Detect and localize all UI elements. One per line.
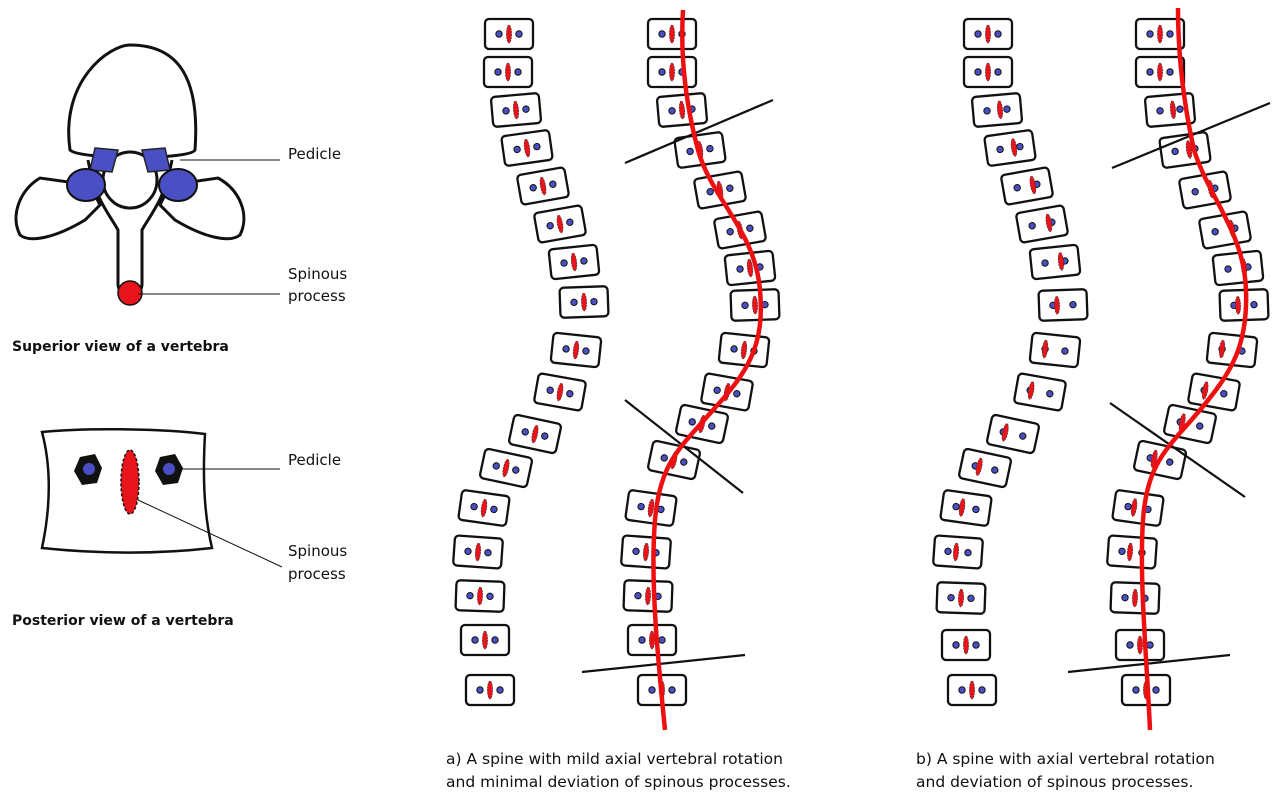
- posterior-view-title: Posterior view of a vertebra: [12, 613, 234, 629]
- vertebra-a-left-6: [534, 205, 586, 243]
- vertebra-b-right-13: [1112, 490, 1164, 526]
- vertebra-a-left-13: [458, 490, 510, 526]
- spine-b-left-column: [933, 19, 1087, 705]
- vertebra-a-left-7: [549, 245, 600, 280]
- vertebra-b-left-8: [1038, 289, 1087, 321]
- vertebra-a-left-4: [501, 130, 553, 166]
- vertebra-b-left-14: [933, 535, 983, 568]
- caption-b-line1: b) A spine with axial vertebral rotation: [916, 748, 1215, 771]
- vertebra-a-right-16: [628, 625, 676, 655]
- spine-a-right-column: [621, 19, 779, 705]
- vertebra-a-right-3: [657, 93, 707, 127]
- superior-view-title: Superior view of a vertebra: [12, 339, 229, 355]
- caption-a-line2: and minimal deviation of spinous process…: [446, 771, 791, 794]
- vertebra-a-right-13: [625, 490, 677, 526]
- vertebra-b-right-14: [1107, 535, 1157, 568]
- vertebra-b-left-4: [984, 130, 1036, 166]
- vertebra-a-right-8: [730, 289, 779, 321]
- right-pedicle-oval: [159, 169, 197, 201]
- vertebra-b-left-10: [1014, 373, 1066, 411]
- vertebra-a-left-3: [491, 93, 541, 127]
- vertebra-b-left-3: [972, 93, 1022, 127]
- superior-spinous-label-line1: Spinous: [288, 262, 347, 286]
- vertebra-a-left-17: [466, 675, 514, 705]
- vertebra-b-left-6: [1016, 205, 1068, 243]
- vertebra-b-left-7: [1030, 245, 1081, 280]
- vertebra-b-left-1: [964, 19, 1012, 49]
- vertebra-b-left-15: [936, 582, 985, 614]
- vertebra-b-left-5: [1001, 167, 1053, 205]
- vertebra-a-right-14: [621, 535, 671, 568]
- superior-pedicle-label: Pedicle: [288, 142, 341, 166]
- vertebra-a-left-15: [455, 580, 504, 612]
- posterior-pedicle-label: Pedicle: [288, 448, 341, 472]
- vertebral-body: [69, 45, 196, 158]
- left-pedicle-oval: [67, 169, 105, 201]
- vertebra-a-right-5: [694, 171, 746, 209]
- vertebra-b-left-9: [1030, 333, 1081, 368]
- vertebra-b-left-2: [964, 57, 1012, 87]
- cobb-line-a-bottom: [582, 655, 745, 672]
- superior-spinous-label-line2: process: [288, 284, 346, 308]
- vertebra-a-left-14: [453, 535, 503, 568]
- caption-a-line1: a) A spine with mild axial vertebral rot…: [446, 748, 783, 771]
- vertebra-b-right-15: [1110, 582, 1159, 614]
- vertebra-a-left-16: [461, 625, 509, 655]
- posterior-vertebra-illustration: [42, 429, 282, 567]
- vertebra-a-left-9: [551, 333, 602, 368]
- vertebra-b-right-7: [1213, 251, 1264, 286]
- vertebra-b-left-13: [940, 490, 992, 526]
- vertebra-a-left-5: [517, 167, 569, 205]
- vertebra-a-left-8: [559, 286, 608, 318]
- posterior-spinous-label-line2: process: [288, 562, 346, 586]
- vertebra-b-left-12: [958, 448, 1011, 487]
- spine-a-left-column: [453, 19, 608, 705]
- superior-vertebra-illustration: [16, 45, 280, 305]
- vertebra-b-right-2: [1136, 57, 1184, 87]
- vertebra-a-left-11: [508, 414, 561, 453]
- vertebra-a-left-12: [479, 448, 532, 487]
- vertebra-a-right-7: [725, 251, 776, 286]
- vertebra-b-left-16: [942, 630, 990, 660]
- posterior-spinous-label-line1: Spinous: [288, 539, 347, 563]
- spinous-process-posterior: [121, 450, 139, 514]
- vertebra-b-left-11: [986, 414, 1039, 453]
- caption-b-line2: and deviation of spinous processes.: [916, 771, 1193, 794]
- vertebra-a-right-2: [648, 57, 696, 87]
- vertebra-a-left-2: [484, 57, 532, 87]
- vertebra-a-left-10: [534, 373, 586, 411]
- spinous-process-tip: [118, 281, 142, 305]
- vertebra-a-right-9: [719, 333, 770, 368]
- vertebra-a-left-1: [485, 19, 533, 49]
- vertebra-b-left-17: [948, 675, 996, 705]
- vertebra-b-right-16: [1116, 630, 1164, 660]
- vertebra-a-right-15: [623, 580, 672, 612]
- vertebra-a-right-1: [648, 19, 696, 49]
